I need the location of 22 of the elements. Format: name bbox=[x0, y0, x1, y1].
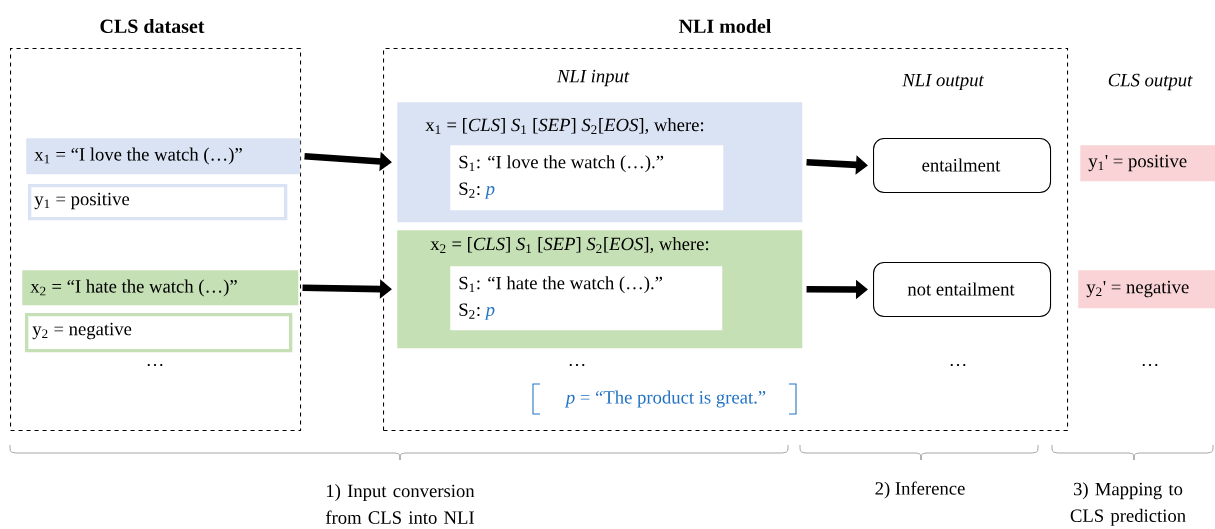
ellipsis: … bbox=[569, 363, 585, 367]
step-label: 2) Inference bbox=[875, 481, 965, 499]
step-label: 3) Mapping to CLS prediction bbox=[1070, 482, 1186, 526]
sentence-box: S$_{1}$: “I love the watch (…).” S$_{2}$: p bbox=[450, 145, 724, 211]
input-text-box: x$_{2}$ = “I hate the watch (…)” bbox=[22, 270, 299, 306]
input-text-box: x$_{1}$ = “I love the watch (…)” bbox=[26, 138, 301, 175]
column-heading: CLS output bbox=[1108, 73, 1193, 91]
step-label: 1) Input conversion from CLS into NLI bbox=[325, 484, 475, 524]
node-label: NLI model bbox=[678, 18, 772, 34]
premise-note: p = “The product is great.” bbox=[564, 390, 766, 408]
label-box: y$_{2}$ = negative bbox=[25, 313, 293, 353]
output-box: entailment bbox=[873, 138, 1052, 194]
ellipsis: … bbox=[1142, 363, 1158, 367]
ellipsis: … bbox=[950, 363, 966, 367]
column-heading: NLI output bbox=[902, 73, 985, 91]
prediction-box: y$_{1}$' = positive bbox=[1080, 145, 1215, 182]
output-box: not entailment bbox=[873, 262, 1052, 318]
column-heading: NLI input bbox=[556, 69, 630, 87]
sentence-box: S$_{1}$: “I hate the watch (…).” S$_{2}$: p bbox=[450, 266, 723, 331]
label-box: y$_{1}$ = positive bbox=[28, 184, 288, 221]
node-label: CLS dataset bbox=[100, 18, 205, 34]
prediction-box: y$_{2}$' = negative bbox=[1078, 270, 1215, 309]
